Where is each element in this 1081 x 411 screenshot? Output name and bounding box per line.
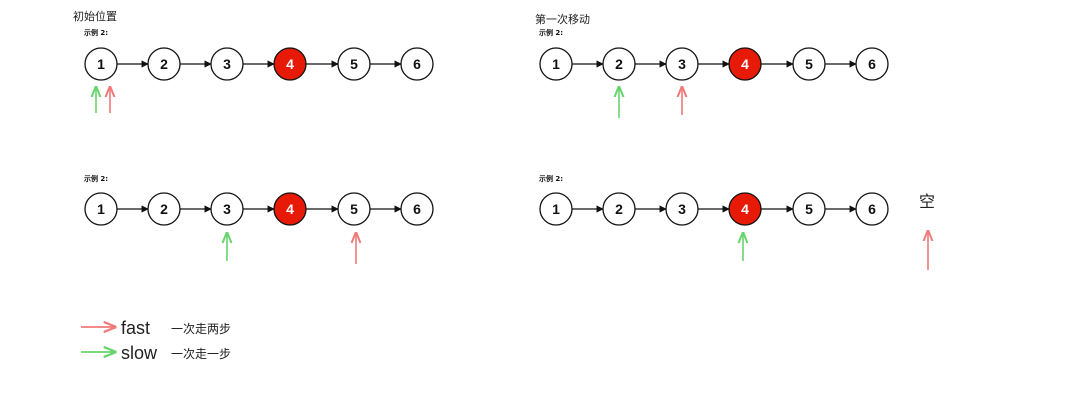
node-circle [539, 192, 573, 226]
node-circle [400, 192, 434, 226]
list-node: 4 [273, 47, 307, 81]
node-circle [337, 47, 371, 81]
node-circle-highlight [728, 192, 762, 226]
list-node: 2 [147, 192, 181, 226]
list-node: 5 [337, 192, 371, 226]
legend-fast-label: fast [121, 318, 150, 338]
list-node: 3 [210, 47, 244, 81]
list-node: 4 [728, 192, 762, 226]
node-label: 2 [160, 201, 168, 217]
node-circle-highlight [728, 47, 762, 81]
list-node: 3 [665, 47, 699, 81]
node-label: 4 [286, 56, 294, 72]
node-circle [665, 47, 699, 81]
node-label: 3 [678, 201, 686, 217]
node-label: 6 [413, 56, 421, 72]
node-label: 6 [868, 56, 876, 72]
node-label: 1 [552, 201, 560, 217]
panel-subcaption: 示例 2: [83, 174, 108, 183]
empty-label: 空 [919, 192, 935, 211]
list-node: 2 [602, 47, 636, 81]
panel-second-move: 示例 2: 1 2 3 4 5 6 [83, 174, 434, 264]
panel-third-move: 示例 2: 1 2 3 4 5 6 空 [538, 174, 935, 270]
list-node: 4 [728, 47, 762, 81]
list-node: 3 [210, 192, 244, 226]
node-circle [84, 192, 118, 226]
panel-subcaption: 示例 2: [83, 28, 108, 37]
node-label: 5 [805, 56, 813, 72]
list-node: 6 [400, 47, 434, 81]
node-circle [855, 192, 889, 226]
list-node: 2 [602, 192, 636, 226]
node-circle [792, 47, 826, 81]
node-label: 3 [678, 56, 686, 72]
panel-subcaption: 示例 2: [538, 28, 563, 37]
list-node: 6 [400, 192, 434, 226]
node-label: 1 [97, 201, 105, 217]
node-label: 6 [413, 201, 421, 217]
node-circle [539, 47, 573, 81]
list-node: 6 [855, 192, 889, 226]
list-node: 1 [84, 47, 118, 81]
list-node: 1 [539, 192, 573, 226]
node-label: 3 [223, 201, 231, 217]
list-node: 4 [273, 192, 307, 226]
node-circle [665, 192, 699, 226]
node-circle [84, 47, 118, 81]
node-label: 5 [350, 201, 358, 217]
node-circle [337, 192, 371, 226]
node-circle [400, 47, 434, 81]
node-label: 2 [615, 201, 623, 217]
node-label: 4 [741, 56, 749, 72]
list-node: 1 [84, 192, 118, 226]
list-node: 3 [665, 192, 699, 226]
list-node: 5 [792, 192, 826, 226]
node-circle [602, 192, 636, 226]
list-node: 1 [539, 47, 573, 81]
legend-fast: fast 一次走两步 [81, 318, 231, 338]
node-label: 6 [868, 201, 876, 217]
node-circle [210, 47, 244, 81]
node-circle [147, 47, 181, 81]
panel-caption: 初始位置 [73, 9, 117, 23]
node-circle [147, 192, 181, 226]
node-label: 3 [223, 56, 231, 72]
list-node: 5 [337, 47, 371, 81]
panel-subcaption: 示例 2: [538, 174, 563, 183]
legend-fast-desc: 一次走两步 [171, 322, 231, 336]
node-label: 5 [805, 201, 813, 217]
legend-slow-label: slow [121, 343, 158, 363]
node-label: 1 [552, 56, 560, 72]
legend-slow: slow 一次走一步 [81, 343, 231, 363]
panel-caption: 第一次移动 [535, 12, 590, 26]
node-circle-highlight [273, 192, 307, 226]
legend: fast 一次走两步 slow 一次走一步 [81, 318, 231, 363]
node-label: 5 [350, 56, 358, 72]
list-node: 6 [855, 47, 889, 81]
node-circle [792, 192, 826, 226]
legend-slow-desc: 一次走一步 [171, 347, 231, 361]
node-circle-highlight [273, 47, 307, 81]
node-circle [855, 47, 889, 81]
list-node: 5 [792, 47, 826, 81]
node-label: 4 [741, 201, 749, 217]
node-label: 1 [97, 56, 105, 72]
list-node: 2 [147, 47, 181, 81]
node-label: 2 [160, 56, 168, 72]
node-label: 4 [286, 201, 294, 217]
node-label: 2 [615, 56, 623, 72]
node-circle [210, 192, 244, 226]
node-circle [602, 47, 636, 81]
